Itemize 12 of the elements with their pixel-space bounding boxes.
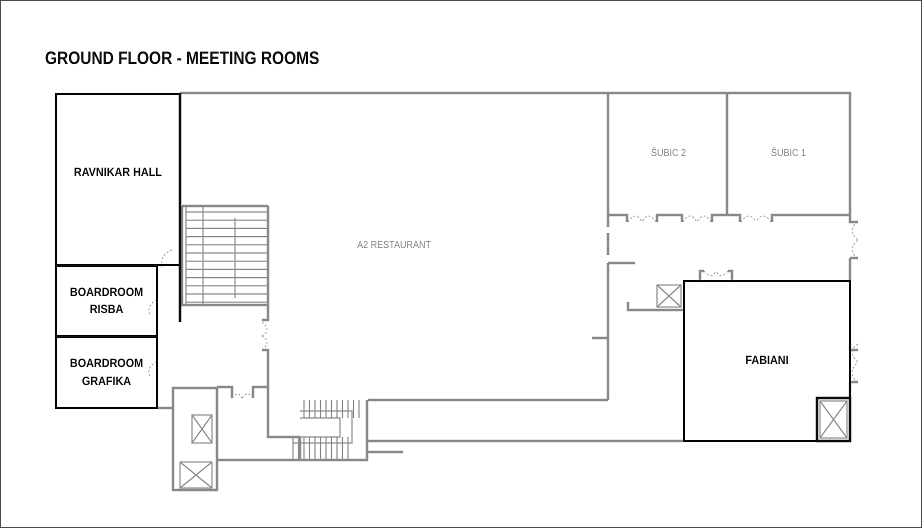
room-label: ŠUBIC 2 bbox=[650, 146, 686, 161]
room-label: RAVNIKAR HALL bbox=[74, 164, 162, 181]
plan-title: GROUND FLOOR - MEETING ROOMS bbox=[45, 48, 320, 69]
meeting-room bbox=[55, 265, 158, 337]
room-label: BOARDROOM RISBA bbox=[68, 284, 144, 318]
meeting-room bbox=[683, 280, 851, 442]
room-label: ŠUBIC 1 bbox=[771, 146, 806, 161]
room-label: BOARDROOM GRAFIKA bbox=[68, 355, 144, 390]
meeting-room bbox=[55, 93, 181, 266]
meeting-room bbox=[55, 336, 158, 409]
room-label: A2 RESTAURANT bbox=[357, 239, 431, 254]
room-label: FABIANI bbox=[745, 352, 789, 370]
